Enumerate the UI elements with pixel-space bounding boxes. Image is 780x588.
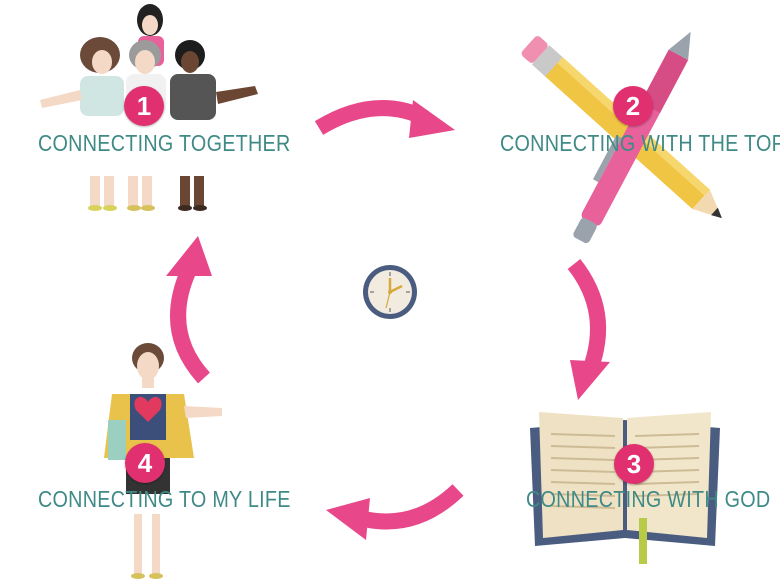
step-4-badge: 4 bbox=[125, 443, 165, 483]
step-3-label: CONNECTING WITH GOD bbox=[526, 486, 771, 512]
step-3-badge: 3 bbox=[614, 444, 654, 484]
arrow-down-icon bbox=[567, 259, 610, 400]
arrow-right-icon bbox=[314, 100, 455, 138]
open-bible-icon bbox=[530, 412, 720, 564]
step-4-label: CONNECTING TO MY LIFE bbox=[38, 486, 291, 512]
clock-icon bbox=[363, 265, 417, 319]
arrow-up-icon bbox=[166, 236, 212, 384]
step-2-label: CONNECTING WITH THE TOPIC bbox=[500, 130, 780, 156]
group-of-women-icon bbox=[40, 4, 258, 211]
step-1-label: CONNECTING TOGETHER bbox=[38, 130, 291, 156]
arrow-left-icon bbox=[326, 484, 464, 540]
step-2-badge: 2 bbox=[613, 86, 653, 126]
step-1-badge: 1 bbox=[124, 86, 164, 126]
